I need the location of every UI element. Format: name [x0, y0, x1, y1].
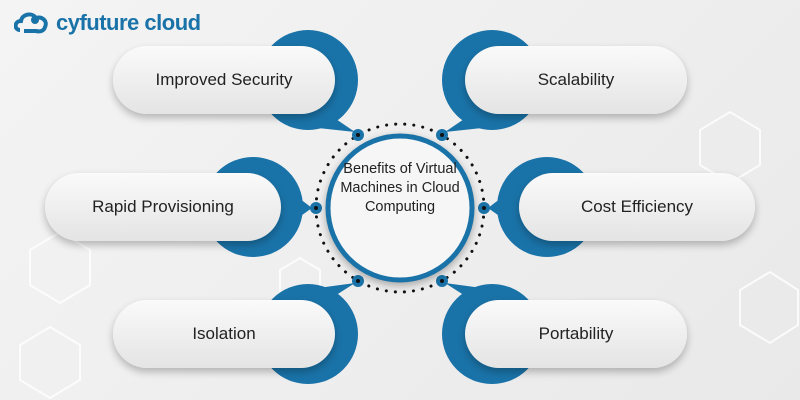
center-circle — [325, 133, 475, 283]
benefit-cost-efficiency: Cost Efficiency — [519, 173, 755, 241]
cloud-logo-icon — [14, 12, 48, 34]
brand-name: cyfuture cloud — [56, 10, 201, 35]
benefit-isolation: Isolation — [113, 300, 335, 368]
benefit-portability: Portability — [465, 300, 687, 368]
benefit-improved-security: Improved Security — [113, 46, 335, 114]
benefit-rapid-provisioning: Rapid Provisioning — [45, 173, 281, 241]
benefit-scalability: Scalability — [465, 46, 687, 114]
brand-logo: cyfuture cloud — [14, 10, 201, 36]
center-title: Benefits of Virtual Machines in Cloud Co… — [340, 161, 460, 215]
ring-nodes — [310, 129, 490, 287]
